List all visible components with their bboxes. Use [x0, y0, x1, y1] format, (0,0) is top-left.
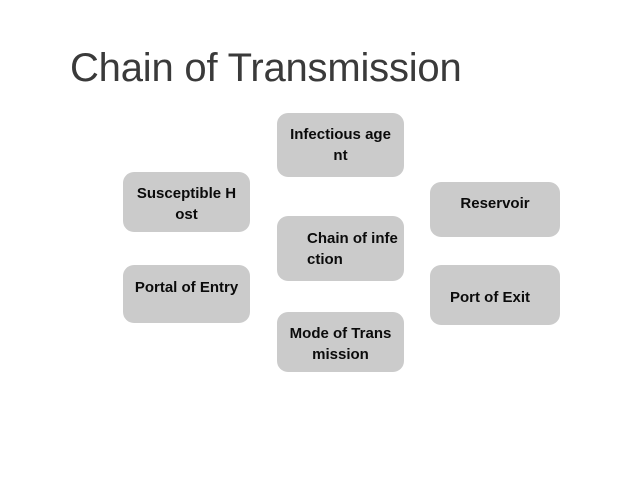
diagram-node-label: Portal of Entry: [134, 279, 239, 296]
diagram-node-mode-of-transmission[interactable]: Mode of Transmission: [277, 312, 404, 372]
diagram-node-port-of-exit[interactable]: Port of Exit: [430, 265, 560, 325]
diagram-node-label: Chain of infection: [307, 230, 398, 268]
diagram-node-label: Reservoir: [460, 195, 530, 212]
diagram-node-label: Infectious agent: [290, 126, 391, 164]
diagram-node-label: Port of Exit: [450, 289, 531, 306]
diagram-node-label: Susceptible Host: [136, 185, 237, 223]
diagram-node-chain-of-infection[interactable]: Chain of infection: [277, 216, 404, 281]
diagram-node-infectious-agent[interactable]: Infectious agent: [277, 113, 404, 177]
diagram-node-label: Mode of Transmission: [289, 325, 392, 363]
page-title: Chain of Transmission: [70, 46, 462, 90]
diagram-node-reservoir[interactable]: Reservoir: [430, 182, 560, 237]
diagram-node-portal-of-entry[interactable]: Portal of Entry: [123, 265, 250, 323]
diagram-node-susceptible-host[interactable]: Susceptible Host: [123, 172, 250, 232]
